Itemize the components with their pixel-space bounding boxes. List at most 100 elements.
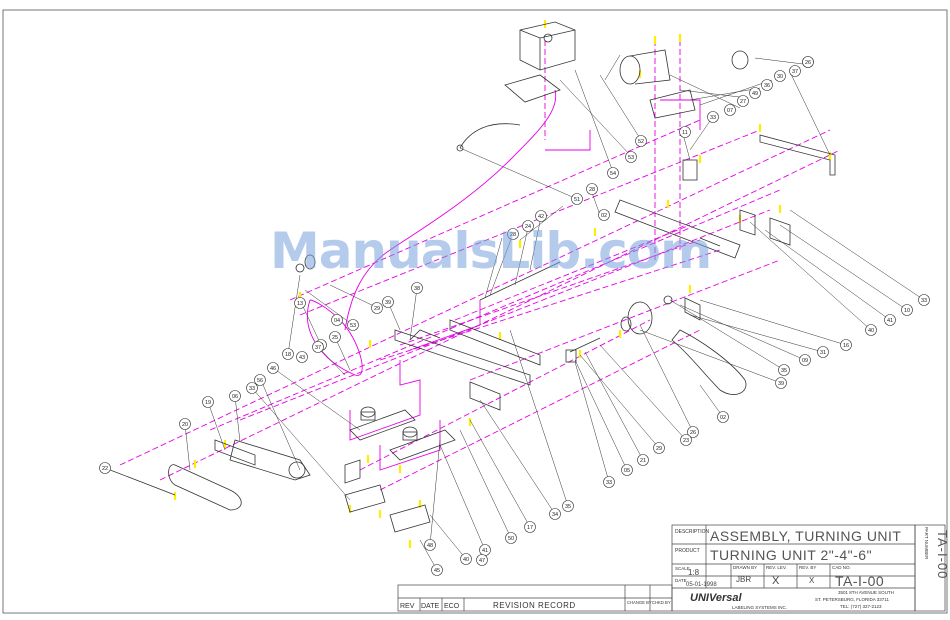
part-balloon: 33 xyxy=(603,476,615,488)
part-balloon: 26 xyxy=(802,56,814,68)
part-balloon: 22 xyxy=(99,462,111,474)
telephone: TEL: (727) 327-2123 xyxy=(840,604,882,609)
product-label: PRODUCT xyxy=(675,548,700,554)
part-balloon-label: 51 xyxy=(574,197,580,203)
address-line-2: ST. PETERSBURG, FLORIDA 33711 xyxy=(815,597,889,602)
part-balloon-label: 43 xyxy=(299,355,305,361)
part-balloon: 13 xyxy=(294,297,306,309)
part-balloon-label: 52 xyxy=(638,139,644,145)
part-balloon: 39 xyxy=(382,296,394,308)
description-label: DESCRIPTION xyxy=(675,529,710,535)
part-balloon-label: 06 xyxy=(232,394,238,400)
part-balloon-label: 20 xyxy=(182,422,188,428)
part-balloon-label: 49 xyxy=(752,91,758,97)
cad-no-value: TA-I-00 xyxy=(835,573,884,589)
part-balloon-label: 25 xyxy=(332,335,338,341)
part-balloon-label: 04 xyxy=(334,318,340,324)
part-balloon: 28 xyxy=(507,228,519,240)
part-balloon-label: 35 xyxy=(565,504,571,510)
part-balloon: 41 xyxy=(479,544,491,556)
part-balloon: 39 xyxy=(775,377,787,389)
part-balloon: 40 xyxy=(460,553,472,565)
rev-by-value: X xyxy=(809,576,815,585)
part-balloon: 25 xyxy=(329,331,341,343)
part-balloon-label: 29 xyxy=(374,306,380,312)
part-balloon: 37 xyxy=(789,65,801,77)
part-balloon-label: 28 xyxy=(589,187,595,193)
date-label: DATE xyxy=(675,578,687,583)
part-balloon: 52 xyxy=(635,135,647,147)
part-balloon: 33 xyxy=(246,382,258,394)
part-balloon-label: 07 xyxy=(727,108,733,114)
part-balloon-label: 33 xyxy=(710,115,716,121)
part-balloon: 18 xyxy=(282,348,294,360)
part-balloon: 29 xyxy=(371,302,383,314)
part-balloon: 36 xyxy=(761,79,773,91)
company-logo: UNIVersal xyxy=(690,592,743,604)
part-balloon-label: 46 xyxy=(270,366,276,372)
part-balloon-label: 02 xyxy=(720,415,726,421)
part-balloon: 06 xyxy=(229,390,241,402)
part-balloon-label: 45 xyxy=(434,568,440,574)
part-balloon: 09 xyxy=(799,354,811,366)
part-balloon-label: 39 xyxy=(778,381,784,387)
part-balloon-label: 40 xyxy=(868,328,874,334)
cad-no-label: CAD NO. xyxy=(832,565,851,570)
address-line-1: 3501 8TH AVENUE SOUTH xyxy=(838,590,894,595)
alignment-markers xyxy=(173,20,832,548)
scale-value: 1:8 xyxy=(688,568,700,577)
wiring-paths xyxy=(306,89,701,471)
part-balloon: 10 xyxy=(901,304,913,316)
part-balloon-label: 16 xyxy=(843,343,849,349)
part-balloon-label: 41 xyxy=(482,548,488,554)
part-balloon: 02 xyxy=(717,411,729,423)
part-balloon: 53 xyxy=(625,151,637,163)
part-balloon: 48 xyxy=(424,539,436,551)
part-balloon-label: 09 xyxy=(802,358,808,364)
part-number-label: PART NUMBER xyxy=(924,527,929,560)
part-balloon: 47 xyxy=(476,554,488,566)
part-balloon-label: 37 xyxy=(792,69,798,75)
part-balloon-label: 22 xyxy=(102,466,108,472)
part-balloon-label: 26 xyxy=(690,430,696,436)
part-balloon: 40 xyxy=(865,324,877,336)
part-number-value: TA-I-00 xyxy=(935,530,950,579)
part-balloon-label: 42 xyxy=(538,214,544,220)
part-balloon: 35 xyxy=(562,500,574,512)
part-balloon: 24 xyxy=(522,220,534,232)
part-balloon: 56 xyxy=(254,374,266,386)
eco-column-header: ECO xyxy=(444,603,460,610)
part-balloon: 35 xyxy=(778,364,790,376)
part-balloon: 33 xyxy=(918,294,930,306)
part-balloon: 41 xyxy=(884,314,896,326)
part-balloon: 30 xyxy=(774,70,786,82)
part-balloon: 21 xyxy=(637,454,649,466)
date-column-header: DATE xyxy=(421,603,439,610)
part-balloon-label: 38 xyxy=(414,286,420,292)
part-balloon-label: 47 xyxy=(479,558,485,564)
part-balloon-label: 54 xyxy=(610,171,616,177)
part-balloon-label: 10 xyxy=(904,308,910,314)
part-balloon-label: 26 xyxy=(805,60,811,66)
part-balloon: 42 xyxy=(535,210,547,222)
part-balloon: 05 xyxy=(621,464,633,476)
part-balloon: 33 xyxy=(707,111,719,123)
part-balloon-label: 35 xyxy=(781,368,787,374)
part-balloon: 45 xyxy=(431,564,443,576)
date-value: 05-01-1998 xyxy=(686,582,717,588)
part-balloon-label: 21 xyxy=(640,458,646,464)
product-value: TURNING UNIT 2"-4"-6" xyxy=(710,547,872,563)
part-balloon-label: 24 xyxy=(525,224,531,230)
mechanical-parts xyxy=(104,21,836,533)
part-balloon-label: 28 xyxy=(510,232,516,238)
part-balloon: 27 xyxy=(737,95,749,107)
part-balloon-label: 17 xyxy=(527,525,533,531)
part-balloon-label: 40 xyxy=(463,557,469,563)
part-balloon: 17 xyxy=(524,521,536,533)
part-balloon: 38 xyxy=(411,282,423,294)
chkd-by-header: CHKD BY xyxy=(652,600,671,605)
part-balloon-label: 36 xyxy=(764,83,770,89)
rev-lev-label: REV. LEV. xyxy=(766,565,787,570)
part-balloon: 54 xyxy=(607,167,619,179)
